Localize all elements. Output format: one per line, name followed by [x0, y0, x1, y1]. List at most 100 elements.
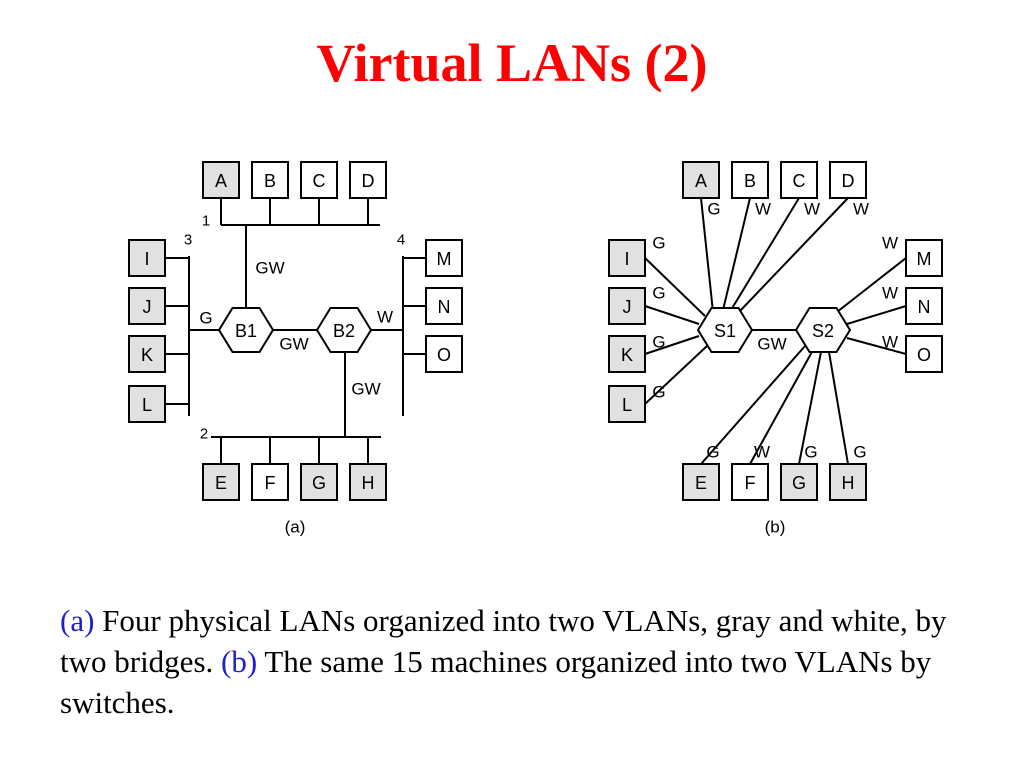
link-b-s1: [722, 197, 751, 311]
link-label-gw-b2: GW: [351, 380, 380, 399]
link-e-s2: [700, 345, 806, 465]
node-h: H: [829, 463, 867, 501]
link-k-s1: [644, 335, 700, 355]
node-label: A: [695, 171, 707, 191]
node-label: D: [362, 171, 375, 191]
port-label-a: G: [707, 200, 720, 219]
hexagon-label: B1: [235, 321, 257, 341]
node-label: F: [265, 473, 276, 493]
caption: (a) Four physical LANs organized into tw…: [60, 600, 1000, 723]
hexagon-shape: [315, 307, 373, 353]
node-label: O: [437, 345, 451, 365]
node-m: M: [905, 239, 943, 277]
node-d: D: [349, 161, 387, 199]
node-box: [780, 161, 818, 199]
node-box: [128, 385, 166, 423]
port-label-h: G: [853, 443, 866, 462]
node-label: B: [264, 171, 276, 191]
node-f: F: [251, 463, 289, 501]
switch-s2: S2: [794, 307, 852, 353]
node-label: J: [143, 297, 152, 317]
lan-number-4: 4: [397, 232, 405, 249]
node-box: [349, 161, 387, 199]
node-box: [251, 463, 289, 501]
node-label: K: [141, 345, 153, 365]
node-box: [128, 239, 166, 277]
node-o: O: [905, 335, 943, 373]
hexagon-shape: [794, 307, 852, 353]
port-label-o: W: [882, 333, 898, 352]
link-d-s1: [738, 197, 849, 313]
port-label-l: G: [652, 383, 665, 402]
node-l: L: [128, 385, 166, 423]
node-box: [425, 335, 463, 373]
node-box: [829, 161, 867, 199]
port-label-d: W: [853, 200, 869, 219]
node-e: E: [202, 463, 240, 501]
node-box: [731, 463, 769, 501]
node-box: [300, 463, 338, 501]
node-label: J: [623, 297, 632, 317]
node-label: A: [215, 171, 227, 191]
link-c-s1: [730, 197, 800, 311]
node-g: G: [780, 463, 818, 501]
node-box: [128, 335, 166, 373]
node-label: C: [313, 171, 326, 191]
hexagon-shape: [217, 307, 275, 353]
caption-text-a: Four physical LANs organized into two VL…: [60, 603, 947, 679]
node-box: [349, 463, 387, 501]
node-box: [608, 239, 646, 277]
node-label: G: [792, 473, 806, 493]
node-n: N: [425, 287, 463, 325]
diagram-a-label: (a): [285, 518, 306, 537]
node-label: H: [842, 473, 855, 493]
link-m-s2: [836, 257, 907, 313]
lan-number-1: 1: [202, 213, 210, 230]
node-label: E: [215, 473, 227, 493]
node-f: F: [731, 463, 769, 501]
link-label-gw-b1: GW: [255, 259, 284, 278]
link-label-g-b1: G: [199, 309, 212, 328]
link-o-s2: [846, 337, 907, 355]
node-label: N: [438, 297, 451, 317]
caption-text-b: The same 15 machines organized into two …: [60, 644, 932, 720]
port-label-i: G: [652, 234, 665, 253]
link-f-s2: [749, 349, 814, 465]
link-l-s1: [644, 345, 708, 405]
link-label-gw-trunk: GW: [279, 335, 308, 354]
port-label-b: W: [755, 200, 771, 219]
node-k: K: [608, 335, 646, 373]
node-label: D: [842, 171, 855, 191]
port-label-g: G: [804, 443, 817, 462]
node-box: [202, 161, 240, 199]
port-label-f: W: [754, 443, 770, 462]
node-l: L: [608, 385, 646, 423]
node-i: I: [128, 239, 166, 277]
trunk-label: GW: [757, 335, 786, 354]
node-label: H: [362, 473, 375, 493]
node-h: H: [349, 463, 387, 501]
lan-number-3: 3: [184, 232, 192, 249]
node-label: C: [793, 171, 806, 191]
bridge-b2: B2: [315, 307, 373, 353]
node-box: [905, 335, 943, 373]
port-label-j: G: [652, 284, 665, 303]
node-label: B: [744, 171, 756, 191]
node-a: A: [682, 161, 720, 199]
node-box: [731, 161, 769, 199]
node-box: [608, 385, 646, 423]
node-o: O: [425, 335, 463, 373]
node-label: M: [917, 249, 932, 269]
node-e: E: [682, 463, 720, 501]
node-j: J: [608, 287, 646, 325]
node-g: G: [300, 463, 338, 501]
node-box: [905, 287, 943, 325]
node-box: [425, 239, 463, 277]
switch-s1: S1: [696, 307, 754, 353]
node-a: A: [202, 161, 240, 199]
link-a-s1: [700, 197, 714, 313]
bridge-b1: B1: [217, 307, 275, 353]
